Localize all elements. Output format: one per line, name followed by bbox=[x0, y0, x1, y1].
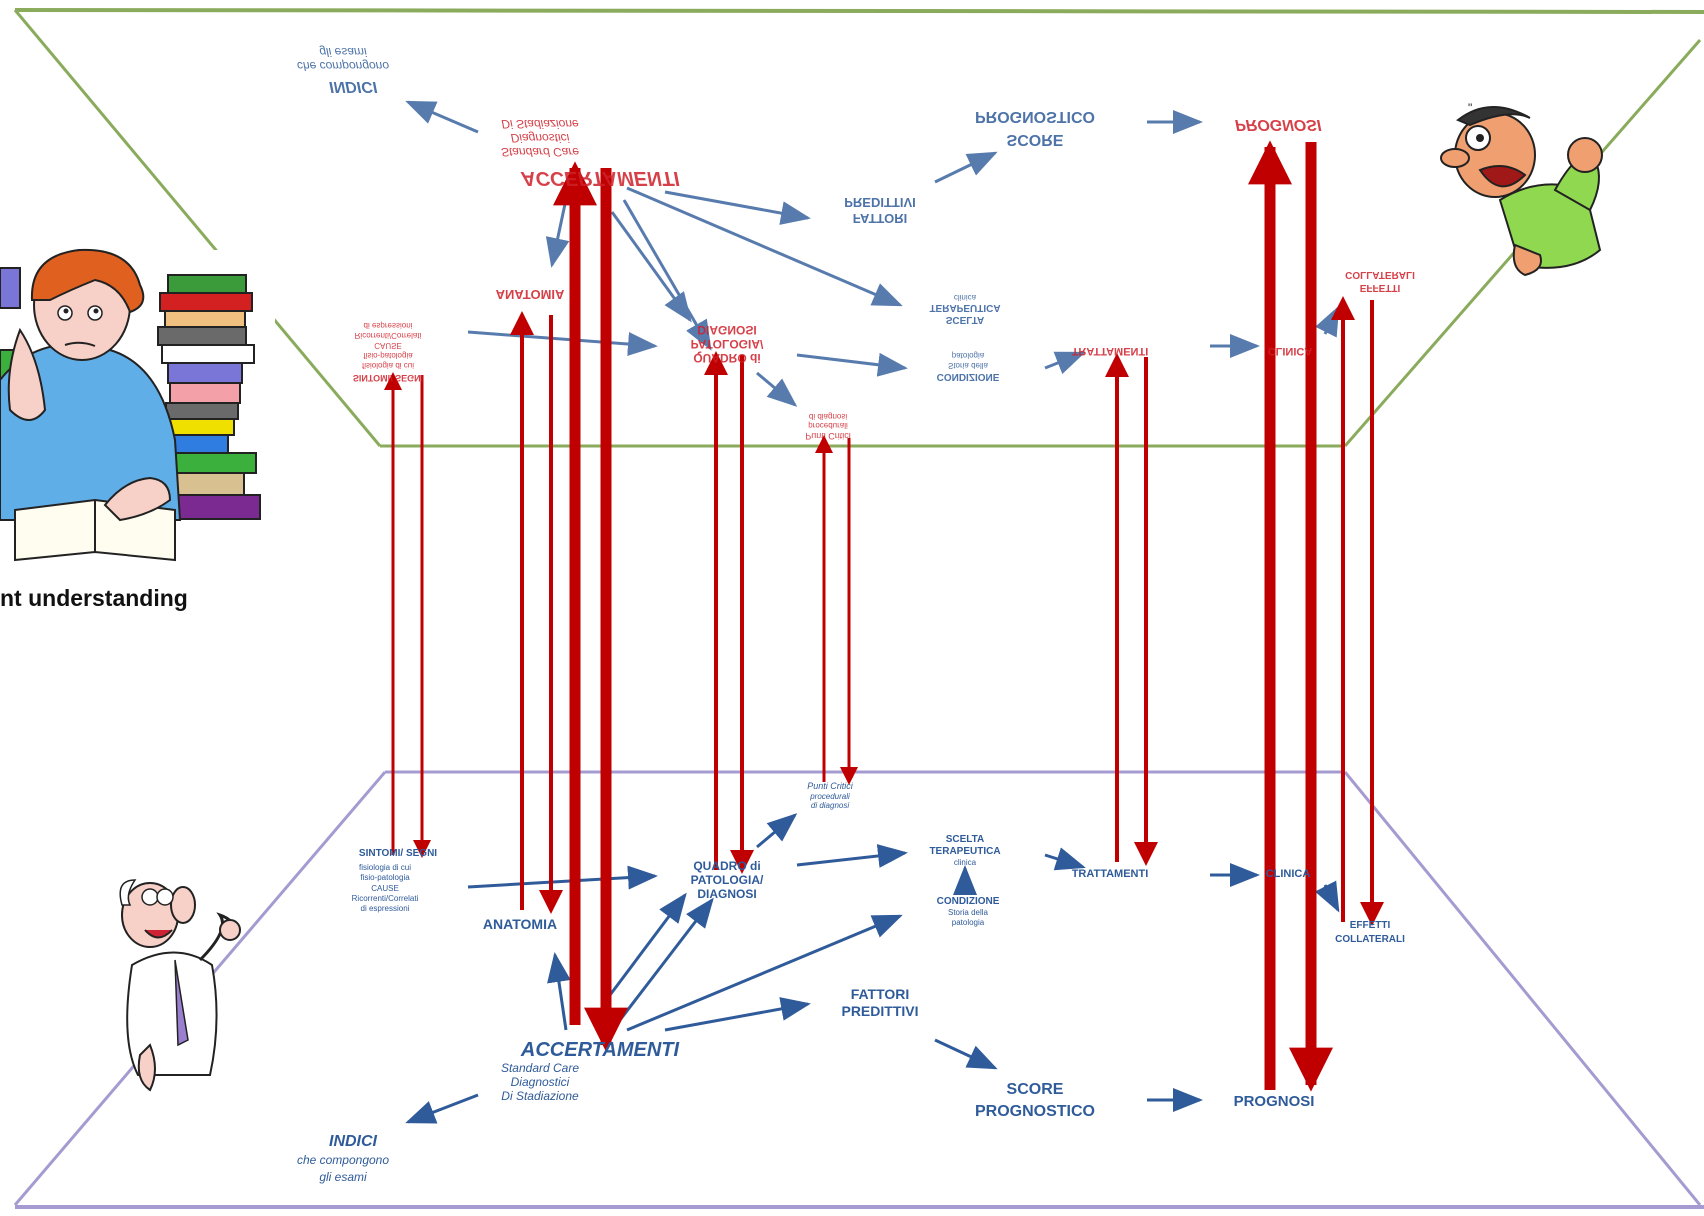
svg-text:ANATOMIA: ANATOMIA bbox=[496, 287, 565, 302]
bottom-labels: ACCERTAMENTI Standard Care Diagnostici D… bbox=[297, 781, 1405, 1184]
svg-text:clinica: clinica bbox=[954, 293, 977, 302]
svg-text:Diagnostici: Diagnostici bbox=[511, 1075, 570, 1089]
svg-text:fisio-patologia: fisio-patologia bbox=[360, 873, 410, 882]
arrow-clinica-effetti bbox=[1314, 880, 1340, 913]
svg-text:fisiologia di cui: fisiologia di cui bbox=[362, 361, 414, 370]
svg-text:gli esami: gli esami bbox=[319, 1170, 367, 1184]
svg-text:di diagnosi: di diagnosi bbox=[809, 412, 847, 421]
svg-text:Punti Critici: Punti Critici bbox=[805, 431, 851, 441]
svg-text:PATOLOGIA/: PATOLOGIA/ bbox=[691, 873, 764, 887]
svg-text:CLINICA: CLINICA bbox=[1268, 345, 1313, 357]
label-anatomia: ANATOMIA bbox=[483, 916, 557, 932]
top-plane bbox=[13, 8, 1704, 448]
svg-text:PREDITTIVI: PREDITTIVI bbox=[841, 1003, 918, 1019]
svg-text:PATOLOGIA/: PATOLOGIA/ bbox=[691, 337, 764, 351]
svg-text:QUADRO di: QUADRO di bbox=[693, 351, 760, 365]
svg-text:INDICI: INDICI bbox=[329, 78, 378, 95]
svg-text:patologia: patologia bbox=[952, 918, 985, 927]
svg-text:EFFETTI: EFFETTI bbox=[1360, 282, 1401, 293]
arrow-acc-fattori bbox=[664, 997, 811, 1032]
shouting-man-icon: " bbox=[1440, 101, 1603, 277]
svg-text:CAUSE: CAUSE bbox=[374, 341, 402, 350]
svg-text:TERAPEUTICA: TERAPEUTICA bbox=[929, 846, 1000, 857]
arrow-diagnosi-punti bbox=[756, 813, 798, 849]
svg-text:procedurali: procedurali bbox=[809, 792, 850, 801]
svg-text:TRATTAMENTI: TRATTAMENTI bbox=[1072, 345, 1149, 357]
label-clinica: CLINICA bbox=[1266, 868, 1311, 880]
svg-text:DIAGNOSI: DIAGNOSI bbox=[697, 323, 756, 337]
svg-text:di diagnosi: di diagnosi bbox=[811, 801, 849, 810]
label-sintomi: SINTOMI/ SEGNI bbox=[359, 848, 437, 859]
svg-text:Di Stadiazione: Di Stadiazione bbox=[501, 117, 579, 131]
svg-text:SINTOMI/ SEGNI: SINTOMI/ SEGNI bbox=[353, 373, 423, 383]
label-effetti: EFFETTI bbox=[1350, 920, 1391, 931]
svg-text:di espressioni: di espressioni bbox=[361, 904, 410, 913]
svg-text:gli esami: gli esami bbox=[319, 45, 367, 59]
label-trattamenti: TRATTAMENTI bbox=[1072, 868, 1149, 880]
svg-text:Ricorrenti/Correlati: Ricorrenti/Correlati bbox=[352, 894, 419, 903]
svg-text:clinica: clinica bbox=[954, 858, 977, 867]
vertical-arrows bbox=[384, 140, 1384, 1092]
label-score: SCORE bbox=[1007, 1081, 1064, 1098]
svg-text:SCORE: SCORE bbox=[1007, 131, 1064, 148]
svg-text:procedurali: procedurali bbox=[808, 421, 848, 430]
label-punti-critici: Punti Critici bbox=[807, 781, 854, 791]
svg-text:Standard Care: Standard Care bbox=[501, 145, 579, 159]
label-diagnosi: QUADRO di bbox=[693, 859, 760, 873]
doctor-with-stethoscope-icon bbox=[119, 879, 241, 1092]
arrow-sintomi-diagnosi bbox=[467, 865, 658, 890]
svg-text:SCELTA: SCELTA bbox=[946, 314, 985, 325]
svg-text:che compongono: che compongono bbox=[297, 1153, 389, 1167]
svg-text:PROGNOSTICO: PROGNOSTICO bbox=[975, 108, 1095, 125]
svg-text:COLLATERALI: COLLATERALI bbox=[1335, 934, 1405, 945]
bottom-flow-arrows bbox=[405, 813, 1340, 1124]
svg-text:Di Stadiazione: Di Stadiazione bbox=[501, 1089, 579, 1103]
svg-text:di espressioni: di espressioni bbox=[364, 321, 413, 330]
svg-text:patologia: patologia bbox=[952, 351, 985, 360]
label-fattori: FATTORI bbox=[851, 986, 910, 1002]
svg-text:ACCERTAMENTI: ACCERTAMENTI bbox=[520, 167, 680, 189]
svg-text:fisio-patologia: fisio-patologia bbox=[363, 351, 413, 360]
svg-text:TERAPEUTICA: TERAPEUTICA bbox=[929, 302, 1000, 313]
svg-text:Storia della: Storia della bbox=[948, 908, 989, 917]
svg-text:DIAGNOSI: DIAGNOSI bbox=[697, 887, 756, 901]
svg-text:FATTORI: FATTORI bbox=[853, 211, 907, 226]
top-flow-arrows bbox=[405, 100, 1340, 407]
arrow-acc-condizione bbox=[626, 914, 903, 1032]
caption-understanding: nt understanding bbox=[0, 585, 188, 611]
svg-text:PREDITTIVI: PREDITTIVI bbox=[844, 195, 916, 210]
svg-text:CONDIZIONE: CONDIZIONE bbox=[937, 371, 1000, 382]
svg-text:COLLATERALI: COLLATERALI bbox=[1345, 269, 1415, 280]
svg-text:Diagnostici: Diagnostici bbox=[511, 131, 570, 145]
svg-text:fisiologia di cui: fisiologia di cui bbox=[359, 863, 411, 872]
label-prognosi: PROGNOSI bbox=[1234, 1093, 1315, 1110]
arrow-acc-diagnosi-2 bbox=[618, 897, 714, 1021]
svg-text:Standard Care: Standard Care bbox=[501, 1061, 579, 1075]
svg-text:": " bbox=[1468, 101, 1472, 115]
svg-text:Storia della: Storia della bbox=[948, 361, 989, 370]
arrow-acc-diagnosi-1 bbox=[608, 892, 687, 996]
label-accertamenti: ACCERTAMENTI bbox=[520, 1039, 680, 1061]
svg-text:PROGNOSTICO: PROGNOSTICO bbox=[975, 1103, 1095, 1120]
student-with-books-icon bbox=[0, 248, 275, 570]
arrow-scelta-trattamenti bbox=[1044, 847, 1086, 871]
arrow-diagnosi-scelta bbox=[796, 844, 908, 868]
svg-text:PROGNOSI: PROGNOSI bbox=[1235, 116, 1322, 133]
arrow-acc-indici bbox=[405, 1093, 479, 1124]
svg-text:CAUSE: CAUSE bbox=[371, 884, 399, 893]
arrow-fattori-score bbox=[934, 1038, 998, 1070]
svg-text:che compongono: che compongono bbox=[297, 59, 389, 73]
label-indici: INDICI bbox=[329, 1133, 378, 1150]
label-scelta: SCELTA bbox=[946, 834, 985, 845]
top-reflection-labels: ACCERTAMENTI Standard Care Diagnostici D… bbox=[297, 45, 1415, 441]
svg-text:Ricorrenti/Correlati: Ricorrenti/Correlati bbox=[355, 331, 422, 340]
arrow-accertamenti-anatomia bbox=[547, 952, 571, 1031]
label-condizione: CONDIZIONE bbox=[937, 896, 1000, 907]
